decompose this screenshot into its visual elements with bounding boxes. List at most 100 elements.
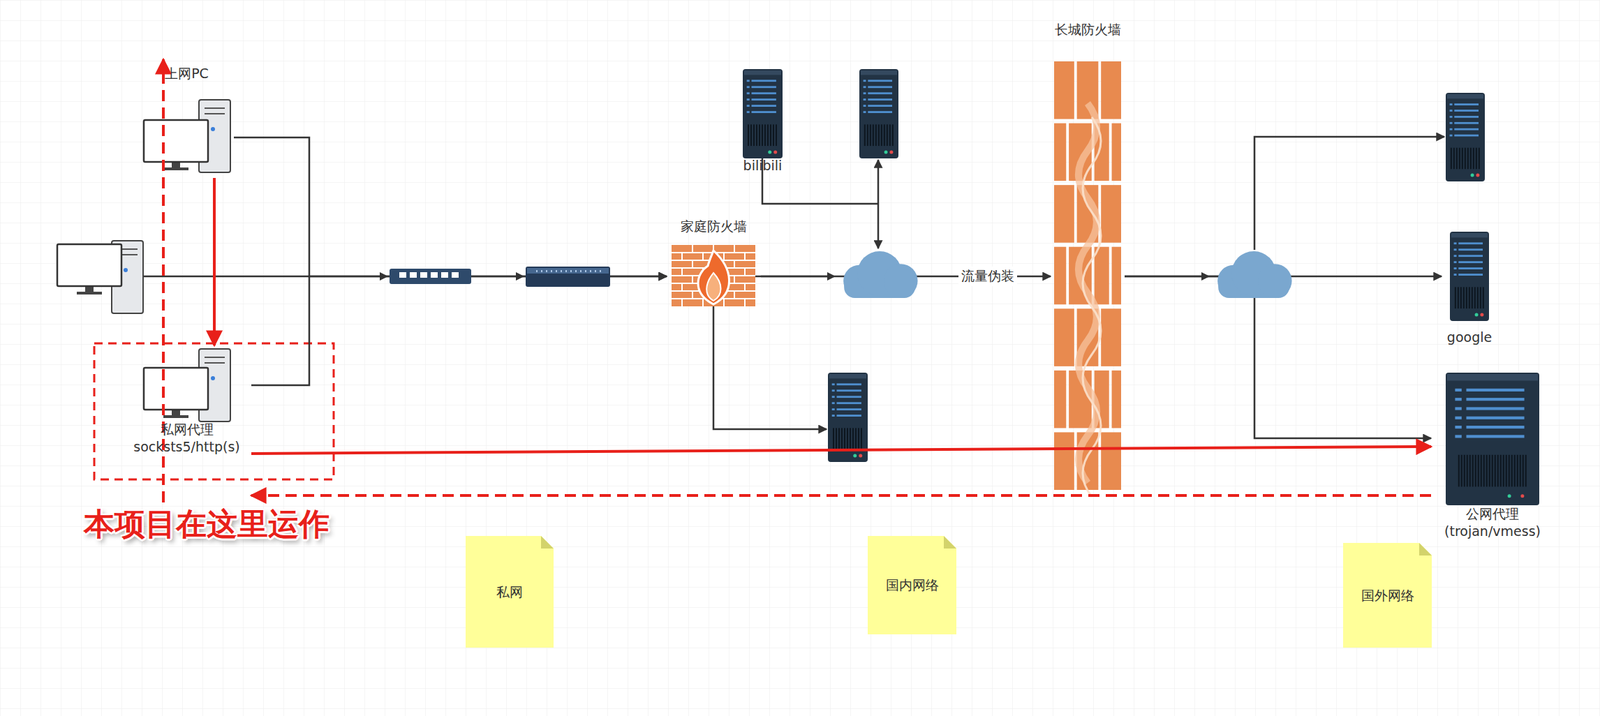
computer-icon — [143, 99, 231, 173]
server-slot — [1454, 103, 1479, 106]
server-vent — [1461, 147, 1464, 169]
server-vent — [761, 124, 764, 146]
server-led — [1470, 173, 1475, 178]
pc-tower-slot — [204, 362, 225, 364]
switch-body — [389, 268, 472, 285]
server-slot — [751, 92, 777, 95]
wall-brick — [1112, 370, 1122, 429]
server-vent — [1479, 286, 1482, 309]
sticky-note: 国外网络 — [1343, 543, 1432, 648]
server-vent — [1458, 147, 1461, 169]
pc-tower-slot — [204, 113, 225, 115]
plain-wire — [755, 275, 828, 278]
server-vent — [878, 124, 880, 146]
server-vent — [832, 427, 835, 450]
server-vent — [1471, 286, 1473, 309]
server-vent — [1516, 455, 1519, 488]
wall-brick — [1112, 247, 1122, 306]
node-label: 家庭防火墙 — [680, 217, 747, 236]
router-led — [536, 270, 538, 273]
server-slot — [1458, 267, 1483, 270]
server-led — [1507, 494, 1512, 498]
server-slot-mark — [1449, 134, 1453, 137]
server-slot — [1454, 115, 1479, 118]
server-vent — [1457, 286, 1459, 309]
server-slot — [751, 104, 777, 107]
firewall-mortar — [723, 298, 725, 307]
plain-wire — [877, 203, 880, 249]
server-vent — [886, 124, 888, 146]
firewall-mortar — [733, 245, 736, 253]
server-icon — [742, 69, 783, 159]
server-slot — [836, 383, 862, 386]
server-slot-mark — [863, 85, 867, 88]
server-cap — [829, 374, 867, 379]
server-slot-mark — [832, 402, 835, 405]
server-slot-mark — [1449, 115, 1453, 118]
server-body — [1445, 92, 1485, 182]
server-slot-mark — [1454, 406, 1462, 410]
server-body — [1445, 372, 1540, 506]
server-vent — [1456, 147, 1458, 169]
server-slot-mark — [746, 85, 750, 88]
router-led — [541, 270, 543, 273]
computer-icon — [57, 240, 144, 314]
router-led — [570, 270, 572, 273]
switch-port — [441, 272, 449, 278]
router-led — [555, 270, 558, 273]
pc-base — [163, 415, 189, 419]
firewall-mortar — [702, 252, 704, 261]
server-slot-mark — [832, 389, 835, 392]
server-slot — [1465, 434, 1524, 438]
server-slot — [751, 98, 777, 101]
server-slot — [1454, 128, 1479, 131]
server-vent — [867, 124, 869, 146]
plain-wire — [143, 275, 310, 278]
wall-brick — [1100, 184, 1122, 243]
firewall-mortar — [733, 260, 736, 269]
server-vent — [758, 124, 761, 146]
server-slot — [867, 79, 893, 82]
server-slot-mark — [1454, 254, 1457, 257]
server-cap — [1447, 94, 1484, 99]
server-slot-mark — [1454, 261, 1457, 264]
wall-brick — [1054, 61, 1075, 120]
router-led — [594, 270, 597, 273]
switch-port — [399, 272, 407, 278]
server-slot — [1465, 416, 1524, 420]
server-vent — [838, 427, 840, 450]
server-vent — [1514, 455, 1516, 488]
router-led — [599, 270, 602, 273]
firewall-mortar — [681, 298, 683, 307]
server-vent — [880, 124, 883, 146]
sticky-note: 国内网络 — [867, 536, 957, 635]
server-slot-mark — [863, 98, 867, 101]
server-slot — [1465, 397, 1524, 401]
server-led — [767, 150, 772, 155]
server-vent — [841, 427, 843, 450]
server-slot — [836, 402, 862, 405]
firewall-mortar — [691, 260, 694, 269]
flow-arrowhead — [827, 272, 836, 281]
server-vent — [769, 124, 772, 146]
server-slot-mark — [832, 414, 835, 417]
server-slot-mark — [1454, 425, 1462, 429]
sticky-note: 私网 — [465, 536, 554, 648]
switch-port — [451, 272, 459, 278]
proxy-flow-arrow — [251, 446, 1432, 454]
server-slot-mark — [1449, 128, 1453, 131]
switch-port — [420, 272, 428, 278]
wall-brick — [1100, 432, 1122, 491]
server-vent — [1500, 455, 1502, 488]
sticky-paper — [465, 536, 554, 648]
server-vent — [1463, 286, 1465, 309]
network-link — [233, 137, 667, 277]
node-label: bilibili — [743, 157, 783, 175]
server-vent — [1465, 286, 1468, 309]
server-vent — [1450, 147, 1453, 169]
node-label: 私网代理 socksts5/http(s) — [122, 420, 252, 456]
server-vent — [857, 427, 860, 450]
pc-base — [163, 167, 189, 171]
server-vent — [1464, 147, 1466, 169]
